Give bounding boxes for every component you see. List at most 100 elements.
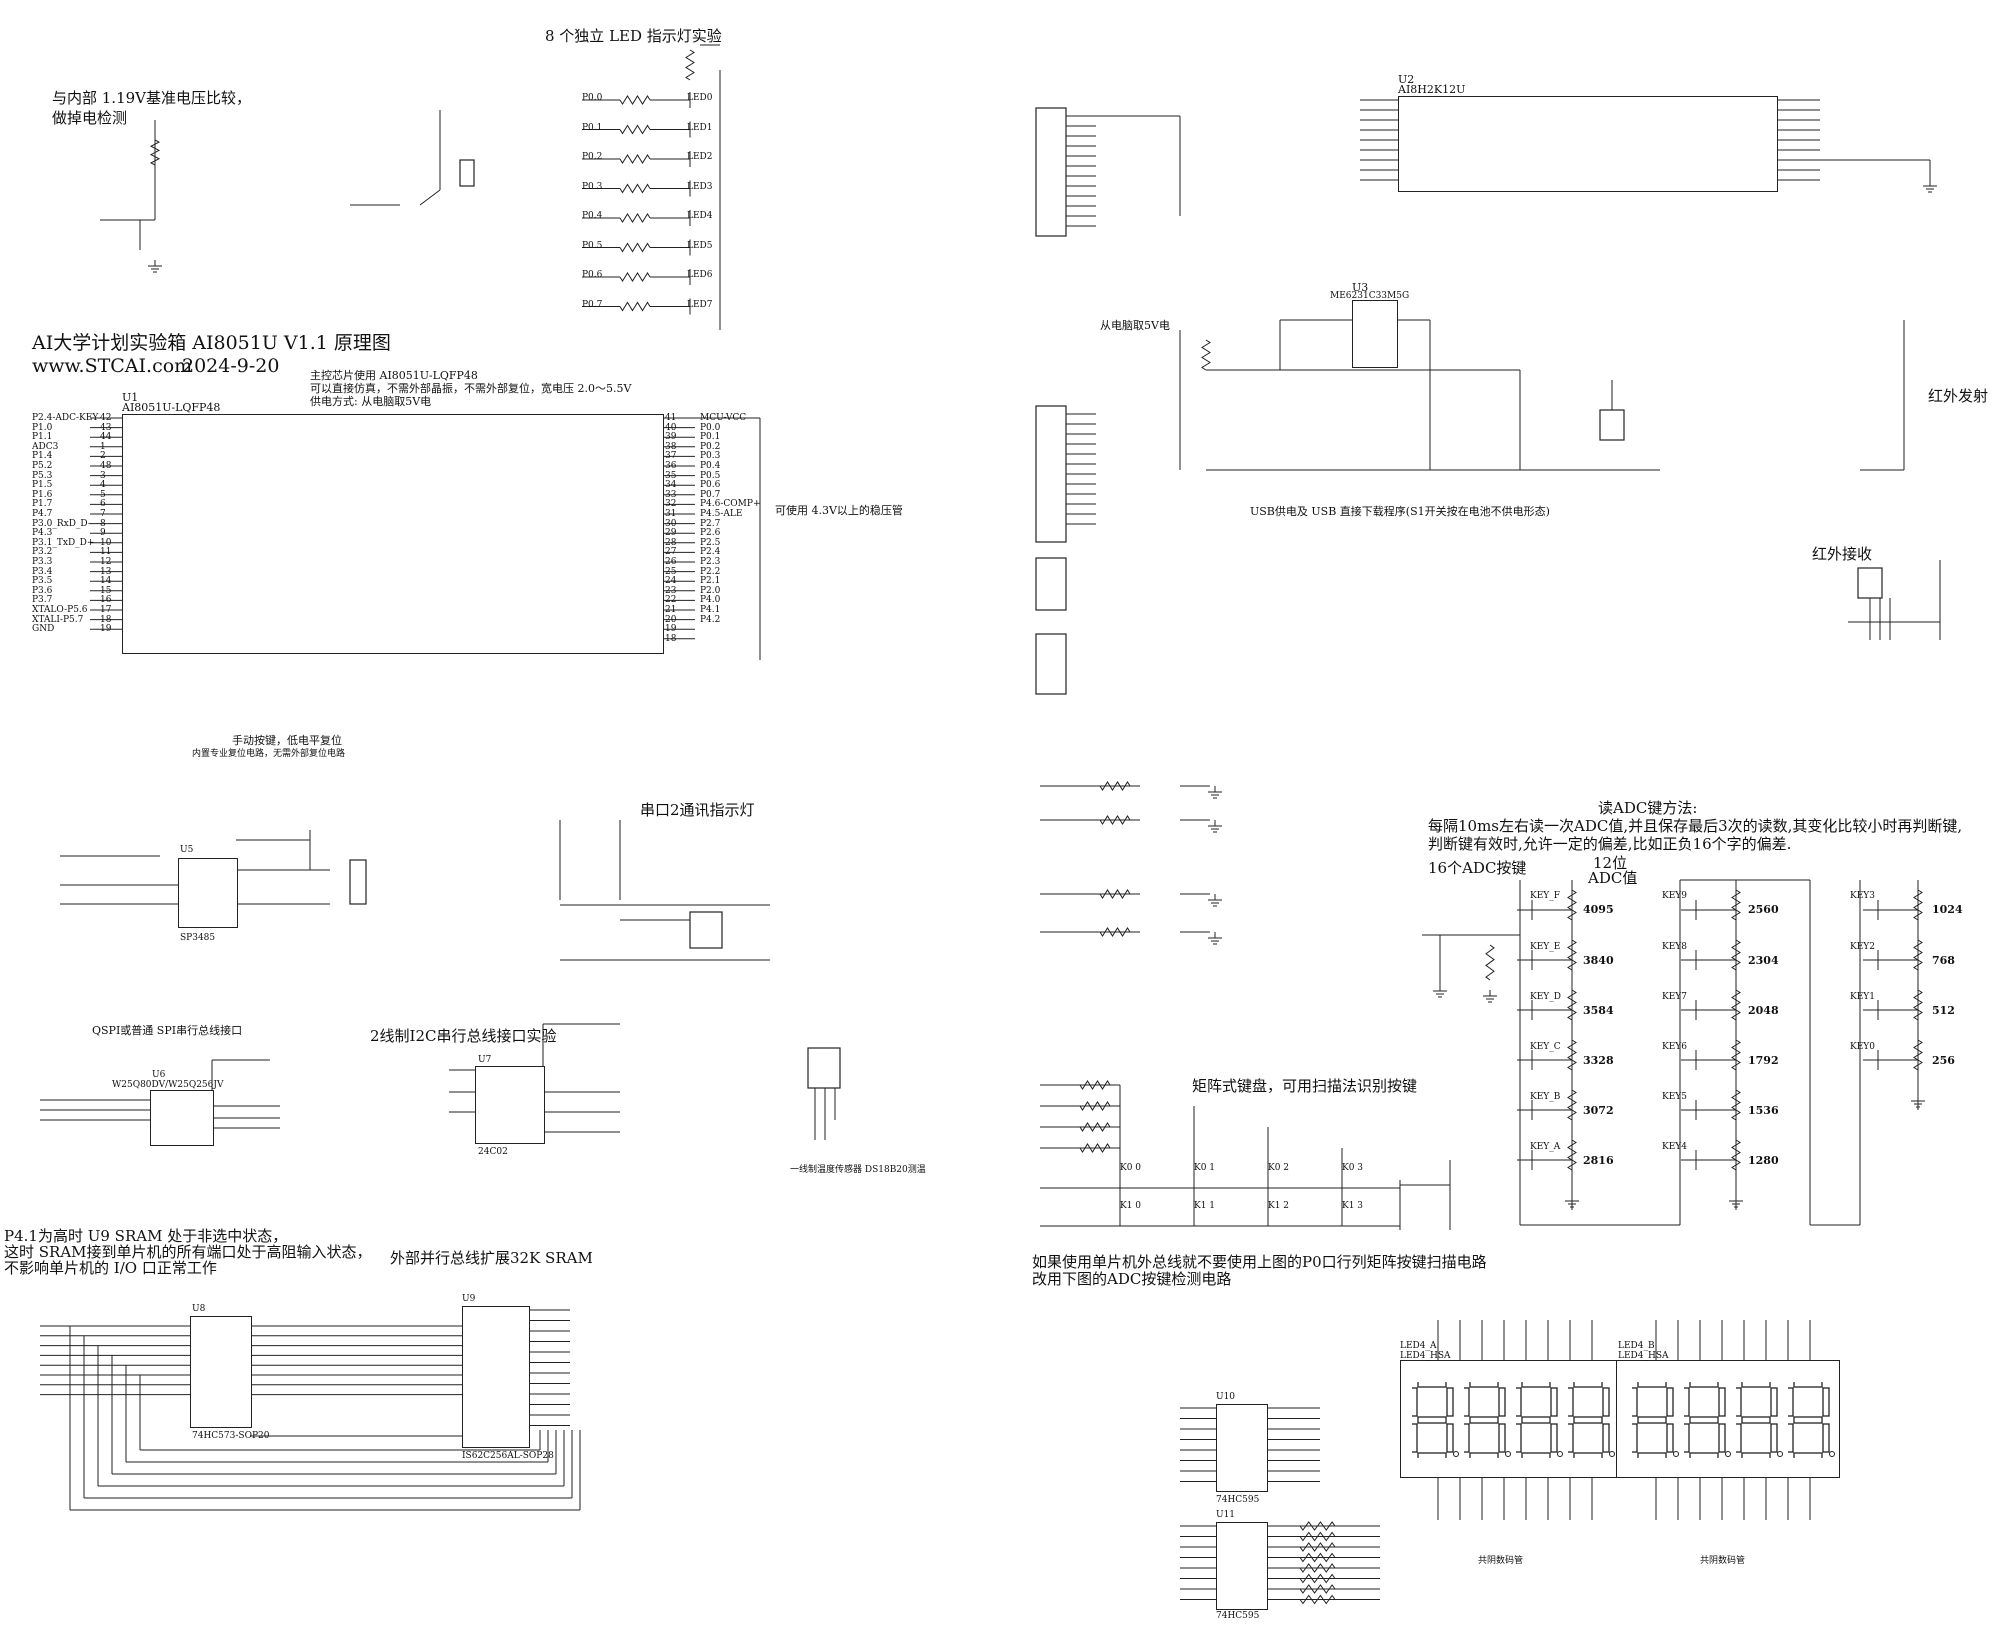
u1-right-pin: 31 bbox=[665, 509, 677, 519]
usb-power-note: 从电脑取5V电 bbox=[1100, 319, 1170, 332]
u1-right-net: P0.7 bbox=[700, 489, 721, 500]
u1-right-pin: 28 bbox=[665, 537, 677, 548]
u1-right-pin: 30 bbox=[665, 518, 677, 529]
adc-value: 1024 bbox=[1932, 903, 1963, 916]
u3-regulator bbox=[1352, 300, 1398, 368]
u1-right-pin: 23 bbox=[665, 585, 677, 596]
seven-seg-digit bbox=[1736, 1382, 1783, 1458]
u8-ref: U8 bbox=[192, 1304, 206, 1314]
u1-left-net: P5.2 bbox=[32, 461, 53, 471]
u9-part: IS62C256AL-SOP28 bbox=[462, 1451, 554, 1461]
adc-key-label: KEY_B bbox=[1530, 1092, 1561, 1102]
u1-left-pin: 8 bbox=[100, 518, 106, 529]
adc-method-desc-1: 每隔10ms左右读一次ADC值,并且保存最后3次的读数,其变化比较小时再判断键, bbox=[1428, 817, 1963, 835]
u1-left-net: P3.1_TxD_D+ bbox=[32, 537, 95, 548]
led-name: LED1 bbox=[687, 122, 713, 133]
led-net-label: P0.0 bbox=[582, 93, 603, 103]
u7-eeprom bbox=[475, 1066, 545, 1144]
seg-b-label: LED4_B bbox=[1618, 1341, 1655, 1351]
u1-left-net: GND bbox=[32, 624, 55, 635]
u1-left-pin: 2 bbox=[100, 451, 106, 462]
sram-note-1: P4.1为高时 U9 SRAM 处于非选中状态， bbox=[4, 1227, 288, 1245]
u1-left-net: XTALO-P5.6 bbox=[32, 605, 88, 615]
adc-key-label: KEY3 bbox=[1850, 891, 1875, 901]
u11-ref: U11 bbox=[1216, 1510, 1236, 1520]
adc-value: 3840 bbox=[1583, 954, 1614, 967]
u1-right-net: P2.2 bbox=[700, 566, 721, 577]
seven-seg-digit bbox=[1516, 1382, 1563, 1458]
u1-left-net: P1.1 bbox=[32, 432, 53, 443]
adc-col-title-2: ADC值 bbox=[1588, 869, 1638, 887]
u1-right-net: P2.3 bbox=[700, 557, 721, 567]
u1-right-net: P2.7 bbox=[700, 518, 721, 529]
led-net-label: P0.6 bbox=[582, 270, 603, 280]
led-net-label: P0.4 bbox=[582, 211, 603, 221]
adc-key-label: KEY9 bbox=[1662, 891, 1687, 901]
site-url: www.STCAI.com bbox=[32, 355, 193, 377]
u1-left-pin: 42 bbox=[100, 413, 112, 423]
adc-value: 2560 bbox=[1748, 903, 1779, 916]
adc-key-label: KEY4 bbox=[1662, 1142, 1687, 1152]
ir-tx-title: 红外发射 bbox=[1928, 387, 1989, 405]
u1-left-net: P3.0_RxD_D- bbox=[32, 518, 91, 529]
u1-left-pin: 9 bbox=[100, 528, 106, 539]
seven-seg-digit bbox=[1632, 1382, 1679, 1458]
led-net-label: P0.2 bbox=[582, 152, 603, 162]
seven-seg-digit bbox=[1684, 1382, 1731, 1458]
u1-right-net: P2.0 bbox=[700, 585, 721, 596]
led-name: LED4 bbox=[687, 211, 713, 221]
u1-left-pin: 44 bbox=[100, 432, 112, 443]
u1-left-net: P3.7 bbox=[32, 595, 53, 606]
u1-left-net: P3.5 bbox=[32, 576, 53, 587]
u1-right-net: P2.6 bbox=[700, 528, 721, 539]
u1-left-net: P4.7 bbox=[32, 509, 53, 519]
u1-left-net: P1.5 bbox=[32, 480, 53, 491]
u1-right-net: P0.5 bbox=[700, 470, 721, 481]
u6-part: W25Q80DV/W25Q256JV bbox=[112, 1080, 224, 1090]
ir-rx-title: 红外接收 bbox=[1812, 545, 1873, 563]
u1-right-pin: 34 bbox=[665, 480, 677, 491]
u2-part: AI8H2K12U bbox=[1398, 83, 1466, 96]
u1-part: AI8051U-LQFP48 bbox=[122, 401, 221, 414]
u1-right-net: P4.0 bbox=[700, 595, 721, 606]
u8-part: 74HC573-SOP20 bbox=[192, 1431, 270, 1441]
u11-shift-register bbox=[1216, 1522, 1268, 1610]
adc-key-label: KEY2 bbox=[1850, 942, 1875, 952]
u1-left-pin: 4 bbox=[100, 480, 106, 491]
matrix-key-label: K0 1 bbox=[1194, 1163, 1216, 1173]
adc-key-label: KEY_C bbox=[1530, 1042, 1561, 1052]
matrix-key-label: K0 3 bbox=[1342, 1163, 1364, 1173]
u1-left-pin: 7 bbox=[100, 509, 106, 519]
seven-seg-digit bbox=[1412, 1382, 1459, 1458]
adc-value: 2816 bbox=[1583, 1154, 1614, 1167]
usb-download-title: USB供电及 USB 直接下载程序(S1开关按在电池不供电形态) bbox=[1250, 505, 1550, 518]
u1-right-pin: 33 bbox=[665, 489, 677, 500]
adc-key-label: KEY7 bbox=[1662, 992, 1687, 1002]
u1-right-net: P0.4 bbox=[700, 461, 721, 471]
adc-key-label: KEY_D bbox=[1530, 992, 1561, 1002]
power-note: 供电方式: 从电脑取5V电 bbox=[310, 395, 432, 408]
u1-left-net: P4.3 bbox=[32, 528, 53, 539]
sram-note-2: 这时 SRAM接到单片机的所有端口处于高阻输入状态， bbox=[4, 1243, 372, 1261]
u2-ref: U2 bbox=[1398, 73, 1415, 86]
led-net-label: P0.1 bbox=[582, 122, 603, 133]
u1-right-pin: 36 bbox=[665, 461, 677, 471]
adc-method-desc-2: 判断键有效时,允许一定的偏差,比如正负16个字的偏差. bbox=[1428, 835, 1792, 853]
u1-left-pin: 1 bbox=[100, 441, 106, 452]
ds18b20-note: 一线制温度传感器 DS18B20测温 bbox=[790, 1165, 926, 1175]
u1-right-pin: 24 bbox=[665, 576, 677, 587]
led-name: LED0 bbox=[687, 93, 713, 103]
u1-left-pin: 13 bbox=[100, 566, 112, 577]
u1-left-pin: 5 bbox=[100, 489, 106, 500]
vref-title: 与内部 1.19V基准电压比较， bbox=[52, 89, 252, 107]
u1-left-net: P1.0 bbox=[32, 422, 53, 433]
u1-right-net: P0.2 bbox=[700, 441, 721, 452]
u1-mcu-chip bbox=[122, 414, 664, 654]
matrix-title: 矩阵式键盘，可用扫描法识别按键 bbox=[1192, 1077, 1418, 1095]
u1-left-net: P2.4-ADC-KEY bbox=[32, 413, 99, 423]
u5-ref: U5 bbox=[180, 845, 194, 855]
adc-value: 1280 bbox=[1748, 1154, 1779, 1167]
u1-left-pin: 19 bbox=[100, 624, 112, 635]
u1-left-pin: 18 bbox=[100, 614, 112, 625]
